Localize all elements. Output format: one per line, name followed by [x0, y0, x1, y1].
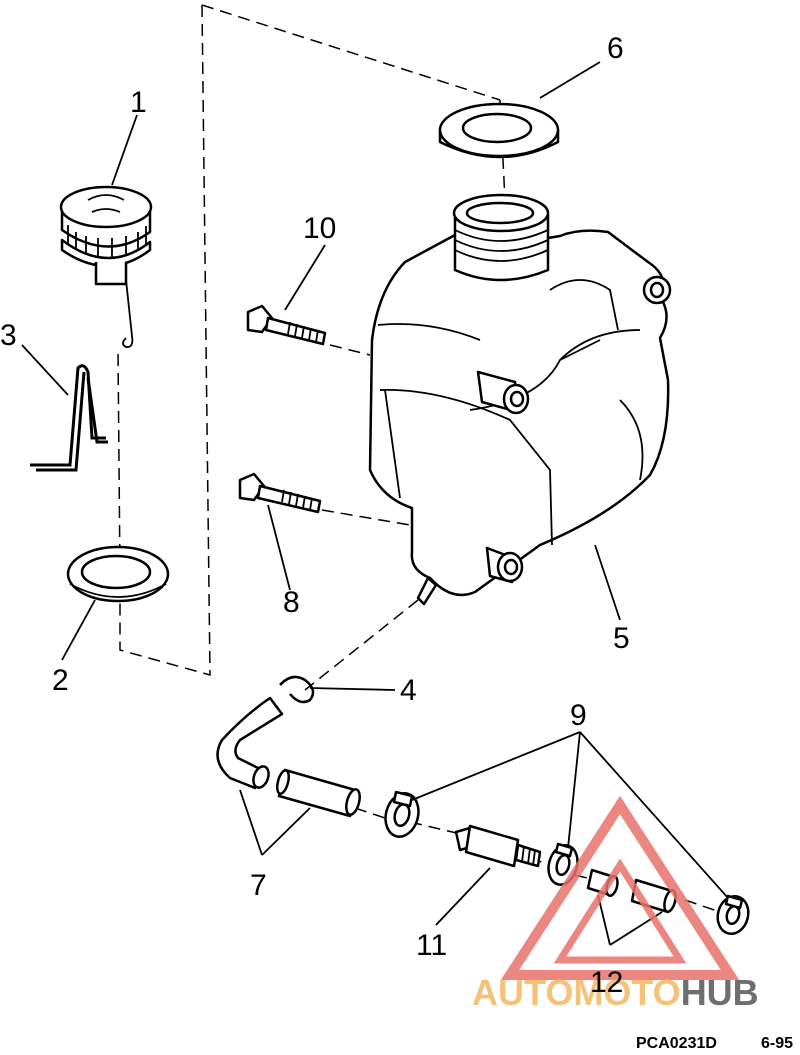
watermark: AUTOMOTOHUB [472, 795, 759, 1013]
callout-4: 4 [400, 674, 417, 707]
footer: PCA0231D 6-95 [636, 1035, 793, 1052]
callout-9: 9 [570, 699, 587, 732]
callout-8: 8 [283, 586, 300, 619]
lower-screw [238, 472, 322, 514]
callout-1: 1 [130, 86, 147, 119]
callout-10: 10 [303, 212, 336, 245]
neck-gasket [438, 102, 560, 159]
callout-labels: 1 3 2 6 10 8 5 4 7 9 11 12 [0, 32, 630, 999]
upper-screw [246, 304, 327, 346]
watermark-triangle-outer [500, 795, 740, 980]
watermark-text: AUTOMOTOHUB [472, 972, 759, 1013]
callout-11: 11 [416, 929, 447, 962]
retaining-clip [30, 364, 108, 472]
oil-tank [368, 193, 672, 606]
fuel-cap [59, 185, 153, 348]
filler-gasket [66, 545, 170, 603]
hose-clamp-1 [384, 790, 420, 838]
hose-clip [279, 675, 315, 704]
hoses [216, 696, 361, 818]
callout-12: 12 [590, 966, 623, 999]
watermark-text-hub: HUB [681, 972, 759, 1013]
callout-7: 7 [250, 869, 267, 902]
date-code: 6-95 [761, 1035, 793, 1052]
assembly-guide-lines [117, 4, 721, 913]
watermark-text-auto: AUTO [472, 972, 573, 1013]
leader-lines [21, 61, 729, 946]
watermark-triangle-inner [553, 858, 687, 964]
callout-5: 5 [613, 622, 630, 655]
callout-3: 3 [0, 319, 17, 352]
callout-2: 2 [52, 664, 69, 697]
drawing-code: PCA0231D [636, 1035, 717, 1052]
fitting [454, 824, 542, 868]
hose-clamp-3 [716, 894, 750, 936]
watermark-text-moto: MOTO [573, 972, 680, 1013]
callout-6: 6 [607, 32, 624, 65]
